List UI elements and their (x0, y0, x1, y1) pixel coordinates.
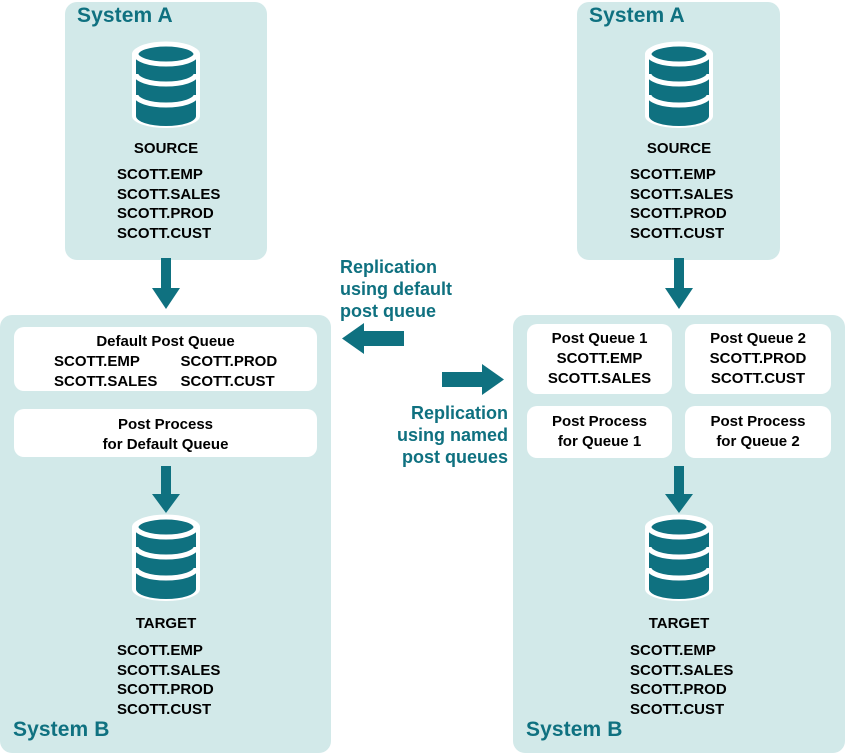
label-line-2: using default (340, 279, 452, 299)
list-item: SCOTT.SALES (117, 185, 221, 203)
list-item: SCOTT.SALES (117, 661, 221, 679)
list-item: SCOTT.CUST (710, 369, 806, 387)
list-item: SCOTT.CUST (117, 700, 212, 718)
list-item: SCOTT.SALES (547, 369, 652, 387)
label-line-3: post queues (401, 447, 508, 467)
database-cylinder-icon (640, 38, 718, 132)
card-post-queue-1: Post Queue 1 SCOTT.EMP SCOTT.SALES (527, 324, 672, 394)
panel-title-system-b-left: System B (13, 718, 110, 741)
list-item: SCOTT.EMP (117, 642, 203, 659)
list-item: SCOTT.PROD (180, 353, 278, 370)
list-item: SCOTT.PROD (117, 681, 214, 698)
list-item: SCOTT.CUST (630, 700, 725, 718)
label-line-3: post queue (340, 301, 437, 321)
panel-title-system-a-left: System A (77, 4, 173, 27)
card-line-1: Post Process (117, 416, 214, 433)
arrow-left-icon (342, 322, 404, 355)
arrow-right-icon (442, 363, 504, 396)
arrow-down-icon (150, 258, 182, 310)
card-line-1: Post Process (710, 413, 806, 430)
database-cylinder-icon (127, 511, 205, 605)
card-post-process-queue-1: Post Process for Queue 1 (527, 406, 672, 458)
table-list-target-right: SCOTT.EMP SCOTT.SALES SCOTT.PROD SCOTT.C… (630, 641, 733, 719)
list-item: SCOTT.CUST (117, 224, 212, 242)
card-line-2: for Queue 2 (716, 432, 800, 450)
table-list-source-left: SCOTT.EMP SCOTT.SALES SCOTT.PROD SCOTT.C… (117, 165, 220, 243)
db-caption-target-left: TARGET (135, 615, 197, 632)
list-item: SCOTT.CUST (630, 224, 725, 242)
list-item: SCOTT.EMP (556, 350, 643, 367)
table-list-source-right: SCOTT.EMP SCOTT.SALES SCOTT.PROD SCOTT.C… (630, 165, 733, 243)
list-item: SCOTT.PROD (630, 681, 727, 698)
label-replication-named-post-queues: Replication using named post queues (397, 402, 508, 468)
db-caption-source-left: SOURCE (133, 140, 199, 157)
card-line-2: for Queue 1 (557, 432, 642, 450)
card-line-2: for Default Queue (102, 435, 229, 453)
label-replication-default-post-queue: Replication using default post queue (340, 256, 452, 322)
list-item: SCOTT.PROD (630, 205, 727, 222)
label-line-1: Replication (340, 257, 438, 277)
list-item: SCOTT.CUST (180, 372, 275, 390)
list-item: SCOTT.EMP (630, 166, 716, 183)
default-queue-table-grid: SCOTT.EMP SCOTT.PROD SCOTT.SALES SCOTT.C… (14, 352, 317, 391)
label-line-1: Replication (410, 403, 508, 423)
list-item: SCOTT.SALES (630, 661, 734, 679)
card-heading: Post Queue 2 (710, 330, 806, 347)
card-default-post-queue: Default Post Queue SCOTT.EMP SCOTT.PROD … (14, 327, 317, 391)
arrow-down-icon (663, 258, 695, 310)
list-item: SCOTT.EMP (117, 166, 203, 183)
panel-title-system-b-right: System B (526, 718, 623, 741)
list-item: SCOTT.EMP (630, 642, 716, 659)
card-post-queue-2: Post Queue 2 SCOTT.PROD SCOTT.CUST (685, 324, 831, 394)
arrow-down-icon (150, 466, 182, 514)
card-heading: Post Queue 1 (551, 330, 648, 347)
list-item: SCOTT.SALES (54, 372, 158, 390)
arrow-down-icon (663, 466, 695, 514)
database-cylinder-icon (127, 38, 205, 132)
card-line-1: Post Process (551, 413, 648, 430)
db-caption-target-right: TARGET (648, 615, 710, 632)
list-item: SCOTT.PROD (709, 350, 807, 367)
card-post-process-queue-2: Post Process for Queue 2 (685, 406, 831, 458)
db-caption-source-right: SOURCE (646, 140, 712, 157)
label-line-2: using named (396, 425, 508, 445)
card-heading: Default Post Queue (96, 333, 235, 350)
database-cylinder-icon (640, 511, 718, 605)
card-post-process-default: Post Process for Default Queue (14, 409, 317, 457)
panel-title-system-a-right: System A (589, 4, 685, 27)
list-item: SCOTT.EMP (54, 353, 140, 370)
list-item: SCOTT.SALES (630, 185, 734, 203)
list-item: SCOTT.PROD (117, 205, 214, 222)
table-list-target-left: SCOTT.EMP SCOTT.SALES SCOTT.PROD SCOTT.C… (117, 641, 220, 719)
